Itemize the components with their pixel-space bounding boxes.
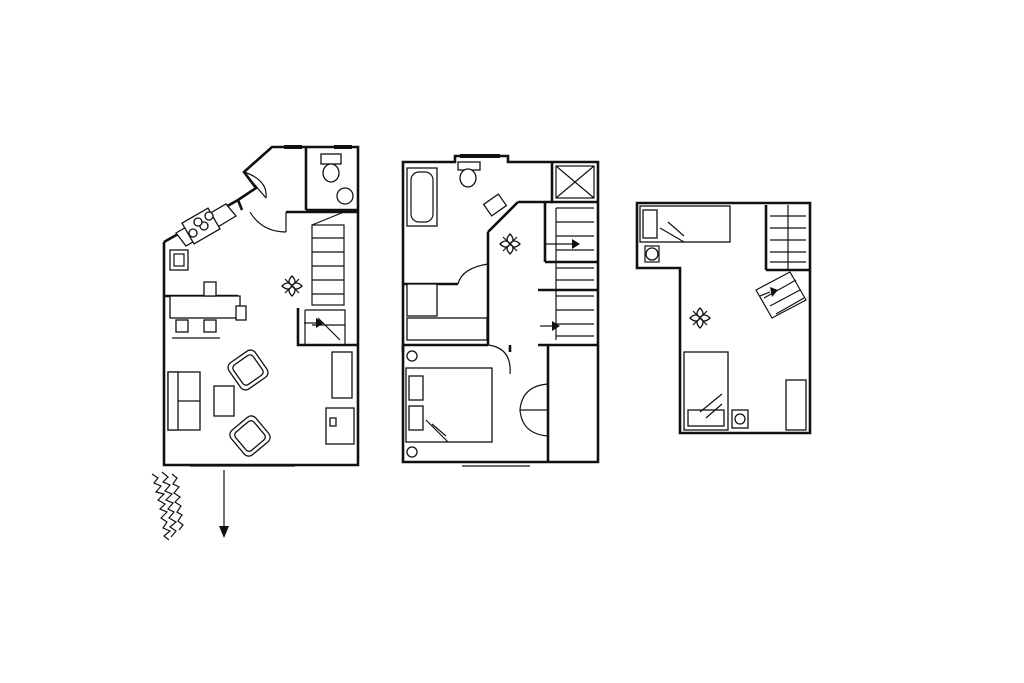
second-floor-staircase (755, 205, 810, 319)
hall-door-swing (249, 211, 287, 233)
bed-icon (639, 205, 731, 243)
coffee-table (213, 385, 235, 417)
second-floor-outer-wall (635, 201, 812, 435)
garden-path-arrow (219, 470, 229, 538)
wardrobe (785, 379, 807, 431)
ground-floor-staircase (304, 211, 346, 345)
sofa-icon (167, 371, 201, 431)
hob-icon (181, 207, 221, 245)
bed-icon (405, 367, 493, 443)
plant-icon (689, 307, 711, 329)
stair-arrow-icon (304, 318, 324, 328)
storage-unit (406, 283, 438, 317)
toilet-icon (457, 161, 481, 188)
stair-arrow-icon (759, 287, 778, 297)
dining-chair (175, 319, 189, 333)
ground-floor-outer-wall (162, 145, 360, 467)
plant-icon (499, 233, 521, 255)
plant-icon (281, 275, 303, 297)
bathroom-door-swing (457, 263, 489, 285)
oven-icon (169, 249, 189, 271)
wardrobe-doors (519, 383, 549, 437)
ground-floor (151, 145, 360, 541)
bedside-lamp-icon (645, 247, 659, 261)
storage-unit (406, 317, 488, 341)
stair-arrow-icon (546, 239, 580, 249)
bedside-lamp-icon (406, 446, 418, 458)
bedside-lamp-icon (734, 413, 746, 425)
garden-hedge (151, 471, 184, 541)
dining-chair (203, 319, 217, 333)
bathtub-icon (406, 167, 438, 227)
sideboard (331, 351, 353, 399)
first-floor-outer-wall (401, 154, 600, 464)
basin-icon (336, 187, 354, 205)
second-floor (635, 201, 812, 435)
bedside-lamp-icon (406, 350, 418, 362)
dining-table (169, 295, 241, 319)
armchair-icon (229, 415, 271, 457)
first-floor-staircase (538, 202, 598, 347)
stair-arrow-icon (540, 321, 560, 331)
toilet-icon (320, 153, 342, 183)
shower-icon (550, 162, 598, 204)
armchair-icon (227, 349, 269, 391)
entrance-door-swing (243, 171, 267, 199)
first-floor (401, 154, 600, 467)
bedroom-door-swing (487, 344, 511, 375)
basin-icon (482, 193, 508, 217)
bed-icon (683, 351, 729, 431)
